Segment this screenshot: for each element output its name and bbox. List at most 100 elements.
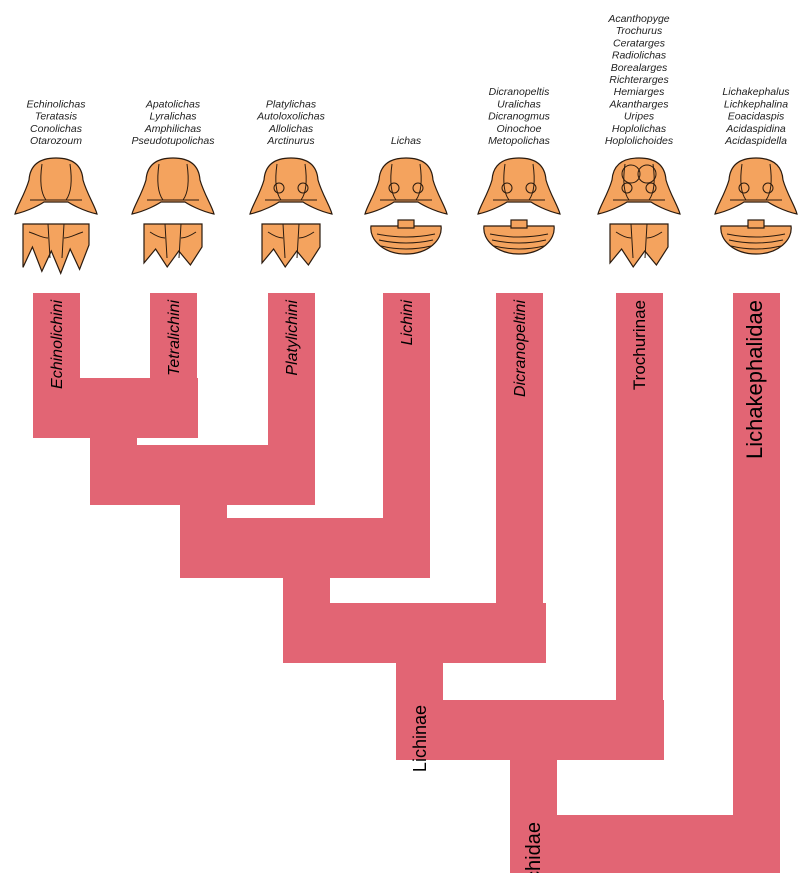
genus-label: Pseudotupolichas: [132, 135, 216, 147]
genus-label: Lichkephalina: [724, 98, 788, 110]
genus-label: Platylichas: [266, 98, 317, 110]
taxon-label-2: Tetralichini: [166, 300, 183, 376]
axial-lobe: [47, 223, 65, 259]
genus-label: Eoacidaspis: [728, 111, 785, 123]
genus-label: Lyralichas: [149, 111, 197, 123]
eye-left: [501, 182, 513, 194]
pygidium-drawing-1: [22, 223, 90, 276]
branch-tip-6: [616, 293, 663, 745]
taxon-label-6: Trochurinae: [630, 300, 649, 390]
genus-label: Oinochoe: [497, 123, 542, 135]
taxon-label-5: Dicranopeltini: [512, 300, 529, 397]
pygidium-outline: [609, 223, 669, 269]
genus-label: Arctinurus: [266, 135, 315, 147]
eye-right: [525, 182, 537, 194]
genus-label: Dicranopeltis: [489, 86, 550, 98]
eye-right: [762, 182, 774, 194]
genus-label: Amphilichas: [144, 123, 202, 135]
genus-label: Lichas: [391, 135, 422, 147]
pygidial-rib-2: [491, 239, 547, 244]
pygidial-rib-1: [726, 233, 786, 238]
pygidium-outline: [720, 225, 792, 255]
eye-right: [645, 182, 657, 194]
pygidium-drawing-4: [370, 219, 442, 255]
taxon-label-3: Platylichini: [284, 300, 301, 376]
axial-ring: [747, 219, 765, 229]
cephalon-drawing-4: [364, 157, 448, 215]
genus-label: Otarozoum: [30, 135, 82, 147]
pygidial-rib-3: [493, 245, 545, 250]
glabellar-lobe-right: [637, 164, 657, 184]
axial-lobe: [630, 223, 648, 259]
eye-left: [621, 182, 633, 194]
glabellar-lobe-left: [621, 164, 641, 184]
pygidium-drawing-7: [720, 219, 792, 255]
cephalon-drawing-3: [249, 157, 333, 215]
genus-label: Ceratarges: [613, 37, 666, 49]
genus-label: Lichakephalus: [722, 86, 790, 98]
glabella-furrow-right: [65, 163, 72, 201]
pleural-furrows: [149, 231, 197, 239]
branch-tip-5: [496, 293, 543, 648]
pygidial-rib-2: [378, 239, 434, 244]
genus-label: Borealarges: [611, 62, 668, 74]
cephalon-outline: [14, 157, 98, 215]
pygidial-rib-1: [376, 233, 436, 238]
pygidium-drawing-6: [609, 223, 669, 269]
pygidium-outline: [22, 223, 90, 276]
branch-root: [510, 700, 557, 865]
pleural-furrows: [28, 231, 84, 239]
cephalon-outline: [597, 157, 681, 215]
cephalon-drawing-7: [714, 157, 798, 215]
pygidial-rib-3: [730, 245, 782, 250]
cephalon-outline: [249, 157, 333, 215]
cephalon-drawing-6: [597, 157, 681, 215]
genus-label: Apatolichas: [145, 98, 201, 110]
genus-label: Radiolichas: [612, 50, 667, 62]
eye-left: [738, 182, 750, 194]
cephalon-drawing-5: [477, 157, 561, 215]
pygidium-drawing-5: [483, 219, 555, 255]
clade-label-2: Lichidae: [523, 822, 545, 873]
pygidium-outline: [370, 225, 442, 255]
pygidial-rib-2: [728, 239, 784, 244]
axial-lobe: [164, 223, 182, 259]
eye-right: [412, 182, 424, 194]
axial-lobe: [282, 223, 300, 259]
pygidial-rib-1: [489, 233, 549, 238]
taxon-label-1: Echinolichini: [49, 300, 66, 389]
pygidium-outline: [483, 225, 555, 255]
eye-right: [297, 182, 309, 194]
genus-label: Hoplolichoides: [605, 135, 674, 147]
axial-ring: [510, 219, 528, 229]
genus-label: Acidaspidina: [725, 123, 786, 135]
cephalon-outline: [477, 157, 561, 215]
glabella-furrow-right: [182, 163, 189, 201]
taxon-label-7: Lichakephalidae: [742, 300, 767, 459]
branch-tip-7: [733, 293, 780, 865]
genus-label: Dicranogmus: [488, 111, 551, 123]
cephalon-drawing-1: [14, 157, 98, 215]
pygidium-drawing-3: [261, 223, 321, 269]
pleural-furrows: [615, 231, 663, 239]
cephalon-outline: [364, 157, 448, 215]
genus-label: Allolichas: [268, 123, 314, 135]
genus-label: Uripes: [624, 111, 655, 123]
genus-label: Teratasis: [35, 111, 78, 123]
genus-label: Autoloxolichas: [256, 111, 325, 123]
pygidium-outline: [261, 223, 321, 269]
genus-label: Hemiarges: [614, 86, 666, 98]
glabella-furrow-left: [40, 163, 47, 201]
genus-label: Acidaspidella: [724, 135, 787, 147]
genus-label: Acanthopyge: [607, 13, 669, 25]
pygidium-drawing-2: [143, 223, 203, 269]
genus-label: Uralichas: [497, 98, 542, 110]
glabella-furrow-left: [157, 163, 164, 201]
trilobite-layer: [14, 157, 798, 276]
genus-label: Conolichas: [30, 123, 83, 135]
taxon-label-4: Lichini: [399, 300, 416, 346]
eye-left: [273, 182, 285, 194]
genus-label: Metopolichas: [488, 135, 551, 147]
pygidium-outline: [143, 223, 203, 269]
